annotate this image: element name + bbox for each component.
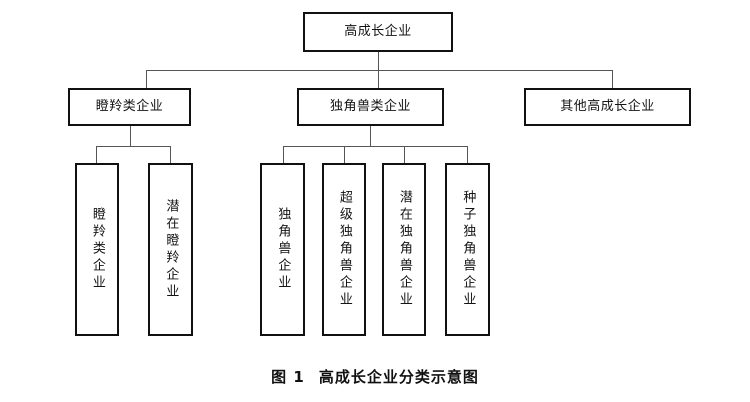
node-label: 高成长企业	[344, 23, 412, 39]
connector-drop-unicorn	[378, 70, 379, 88]
connector-drop-leaf-potential-gazelle	[170, 146, 171, 163]
connector-drop-leaf-seed-unicorn	[467, 146, 468, 163]
node-high-growth-enterprise: 高成长企业	[303, 12, 453, 52]
leaf-label: 潜在独角兽企业	[396, 190, 412, 309]
connector-unicorn-stem	[370, 126, 371, 146]
connector-drop-other	[612, 70, 613, 88]
connector-level2-bus	[146, 70, 613, 71]
node-unicorn-enterprises: 独角兽类企业	[297, 88, 444, 126]
node-gazelle-enterprises: 瞪羚类企业	[68, 88, 191, 126]
leaf-unicorn-enterprise: 独角兽企业	[260, 163, 305, 336]
node-label: 其他高成长企业	[560, 98, 655, 114]
leaf-gazelle-enterprise: 瞪羚类企业	[75, 163, 119, 336]
leaf-label: 独角兽企业	[275, 207, 291, 292]
leaf-seed-unicorn-enterprise: 种子独角兽企业	[445, 163, 490, 336]
leaf-label: 潜在瞪羚企业	[163, 198, 179, 301]
leaf-potential-gazelle-enterprise: 潜在瞪羚企业	[148, 163, 193, 336]
leaf-super-unicorn-enterprise: 超级独角兽企业	[322, 163, 366, 336]
leaf-potential-unicorn-enterprise: 潜在独角兽企业	[382, 163, 426, 336]
connector-root-stem	[378, 52, 379, 70]
connector-gazelle-bus	[96, 146, 171, 147]
connector-drop-leaf-potential-unicorn	[404, 146, 405, 163]
figure-caption: 图 1 高成长企业分类示意图	[0, 366, 750, 387]
node-label: 瞪羚类企业	[95, 98, 164, 114]
connector-drop-gazelle	[146, 70, 147, 88]
leaf-label: 超级独角兽企业	[336, 190, 352, 309]
leaf-label: 种子独角兽企业	[460, 190, 476, 309]
connector-gazelle-stem	[130, 126, 131, 146]
node-label: 独角兽类企业	[329, 98, 411, 114]
node-other-high-growth-enterprises: 其他高成长企业	[524, 88, 691, 126]
leaf-label: 瞪羚类企业	[89, 207, 105, 292]
connector-drop-leaf-gazelle	[96, 146, 97, 163]
figure-caption-number: 图 1	[271, 368, 305, 386]
connector-unicorn-bus	[283, 146, 468, 147]
connector-drop-leaf-unicorn	[283, 146, 284, 163]
connector-drop-leaf-super-unicorn	[344, 146, 345, 163]
figure-caption-title: 高成长企业分类示意图	[318, 368, 479, 386]
